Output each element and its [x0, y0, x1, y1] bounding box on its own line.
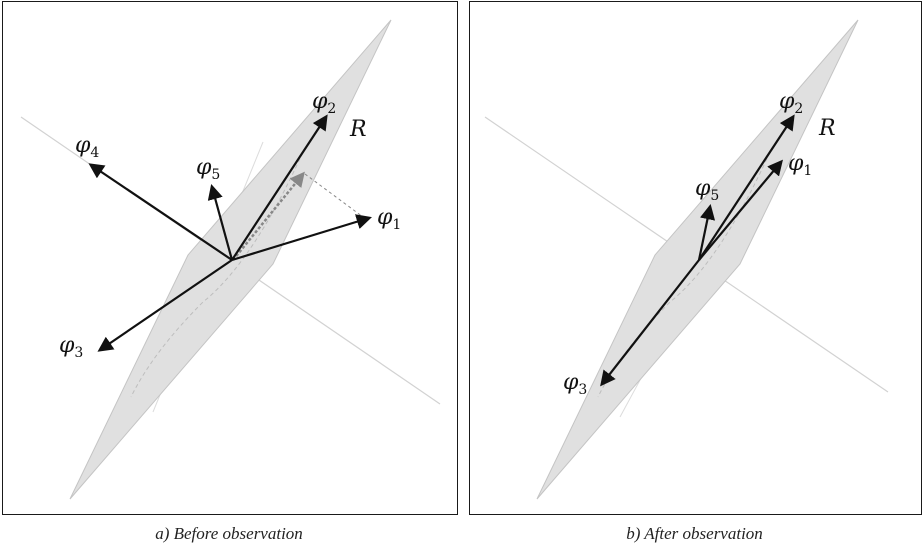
- panel-after-observation: R φ2 φ1 φ5 φ3: [469, 1, 922, 515]
- diagram-before: R φ2 φ4 φ5 φ1 φ3: [20, 19, 441, 500]
- label-phi-2: φ2: [312, 89, 336, 117]
- label-phi-3: φ3: [59, 333, 83, 361]
- vector-phi-2: [698, 114, 795, 261]
- vector-phi-3: [600, 259, 700, 387]
- caption-after-observation: b) After observation: [626, 524, 763, 543]
- diagram-after: R φ2 φ1 φ5 φ3: [484, 19, 889, 500]
- panel-before-observation: R φ2 φ4 φ5 φ1 φ3: [2, 1, 458, 515]
- plane-dashed-contour: [597, 151, 771, 398]
- caption-before-observation: a) Before observation: [155, 524, 303, 543]
- vector-phi-1: [698, 159, 783, 261]
- vector-phi-5: [207, 184, 234, 261]
- vector-phi-3: [97, 259, 233, 352]
- projection-dotted-line: [304, 173, 364, 218]
- label-phi-2: φ2: [779, 89, 803, 117]
- region-label-R: R: [349, 117, 367, 142]
- vector-phi-1: [231, 214, 372, 262]
- label-phi-5: φ5: [695, 176, 719, 204]
- plane-region-R: [536, 19, 859, 500]
- label-phi-3: φ3: [563, 370, 587, 398]
- label-phi-4: φ4: [75, 133, 99, 161]
- label-phi-1: φ1: [377, 205, 401, 233]
- vector-phi-2: [231, 114, 328, 261]
- projection-vector: [232, 171, 305, 261]
- vector-phi-4: [88, 163, 233, 261]
- vector-phi-5: [697, 203, 716, 261]
- plane-dashed-contour: [130, 151, 304, 398]
- label-phi-1: φ1: [788, 151, 812, 179]
- label-phi-5: φ5: [196, 155, 220, 183]
- region-label-R: R: [818, 116, 836, 141]
